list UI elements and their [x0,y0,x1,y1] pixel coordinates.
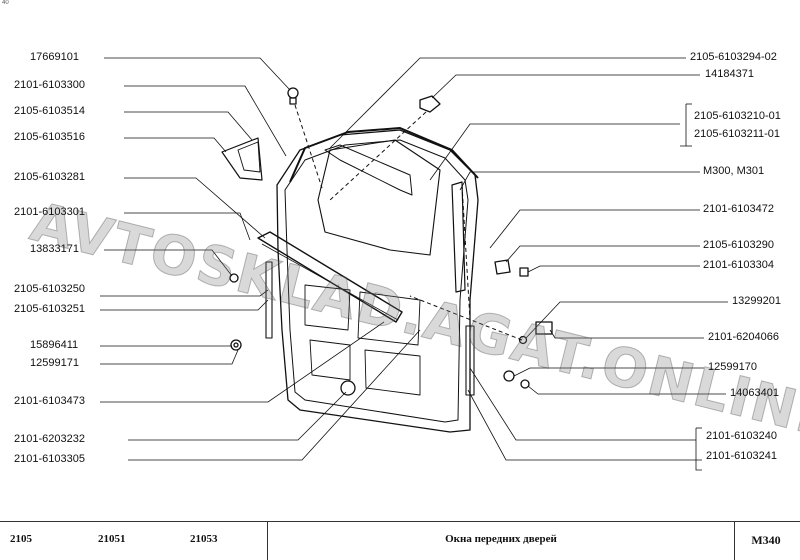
washer-right [503,370,515,382]
leader-M300 [459,171,700,191]
model-code: 2105 [10,533,32,545]
label-part: 2101-6103300 [14,79,85,91]
leader-2105-6103514 [124,111,253,141]
leader-2101-6203232 [128,391,347,441]
clip-2101-6204066 [535,321,553,335]
leader-2105-6103294-02 [329,57,686,149]
label-part: 2101-6103473 [14,395,85,407]
model-code: 21051 [98,533,126,545]
door-window-exploded-drawing [100,57,728,471]
title-block-divider [267,522,268,560]
leader-14184371 [431,74,700,99]
page-title: Окна передних дверей [445,533,557,545]
label-part: 12599171 [30,357,79,369]
label-part: 2101-6103472 [703,203,774,215]
leader-12599171 [100,349,239,365]
washer-left [230,339,242,351]
leader-2101-6103305 [128,329,421,461]
page-code: M340 [751,533,781,547]
label-part: 2105-6103211-01 [694,128,781,140]
label-part: 17669101 [30,51,79,63]
leader-2101-6103473 [100,321,385,403]
screw-13299201 [518,335,528,345]
label-part: 2101-6103304 [703,259,774,271]
label-part: 2101-6103305 [14,453,85,465]
label-part: 2105-6103250 [14,283,85,295]
label-part: 14063401 [730,387,779,399]
nut-2101-6103304 [519,267,529,277]
leader-2101-6204066 [549,329,704,339]
rear-lower-channel [465,325,475,396]
front-lower-channel [265,261,273,339]
vent-wing-seal [221,137,263,181]
label-part: 14184371 [705,68,754,80]
model-code: 21053 [190,533,218,545]
label-part: 2101-6204066 [708,331,779,343]
label-part: 2101-6203232 [14,433,85,445]
label-part: 2105-6103514 [14,105,85,117]
leader-2101-6103301 [124,212,251,241]
door-frame [276,129,479,433]
grommet-12599171 [340,380,356,396]
title-block-divider [734,522,735,560]
leader-17669101 [104,57,291,91]
bracket-14184371 [419,95,441,113]
assembly-arrow-bracket [329,111,427,201]
leader-2101-6103240 [469,367,696,441]
label-part: 2105-6103516 [14,131,85,143]
door-inner-frame [284,139,469,423]
label-part: 13299201 [732,295,781,307]
screw-14063401 [520,379,530,389]
label-part: 15896411 [30,339,79,351]
leader-2105-6103516 [124,137,227,153]
leader-13833171 [104,249,233,277]
leader-13299201 [525,301,728,339]
leader-2101-6103304 [527,265,700,273]
label-part: 12599170 [708,361,757,373]
window-glass [317,139,441,256]
label-part: 2105-6103290 [703,239,774,251]
leader-2105-6103250 [100,289,269,297]
leader-12599170 [513,367,704,377]
label-part: 2105-6103251 [14,303,85,315]
label-part: 2101-6103241 [706,450,777,462]
leader-2105-6103281 [124,177,266,239]
glass-run-channel [324,144,413,196]
leader-2101-6103472 [489,209,700,249]
assembly-arrow-screw [294,104,323,189]
upper-frame-rail [289,127,479,183]
assembly-arrow-guide [461,184,471,321]
assembly-arrow-13299201 [409,295,523,341]
label-part: 13833171 [30,243,79,255]
leader-14063401 [527,385,726,395]
label-part: 2105-6103210-01 [694,110,781,122]
leader-2101-6103241 [467,389,702,461]
label-part: M300, M301 [703,165,765,177]
leader-2105-6103210 [429,123,680,181]
title-block: 2105 21051 21053 Окна передних дверей M3… [0,521,800,560]
leader-2105-6103290 [505,245,700,263]
screw-13833171 [229,273,239,283]
bracket-2105-6103290 [494,259,511,275]
label-part: 2105-6103294-02 [690,51,777,63]
label-part: 2101-6103240 [706,430,777,442]
rear-guide-channel [451,181,466,293]
leader-2105-6103251 [100,299,269,311]
leader-2101-6103300 [124,85,287,157]
page-number: 40 [2,0,9,6]
label-part: 2105-6103281 [14,171,85,183]
label-part: 2101-6103301 [14,206,85,218]
